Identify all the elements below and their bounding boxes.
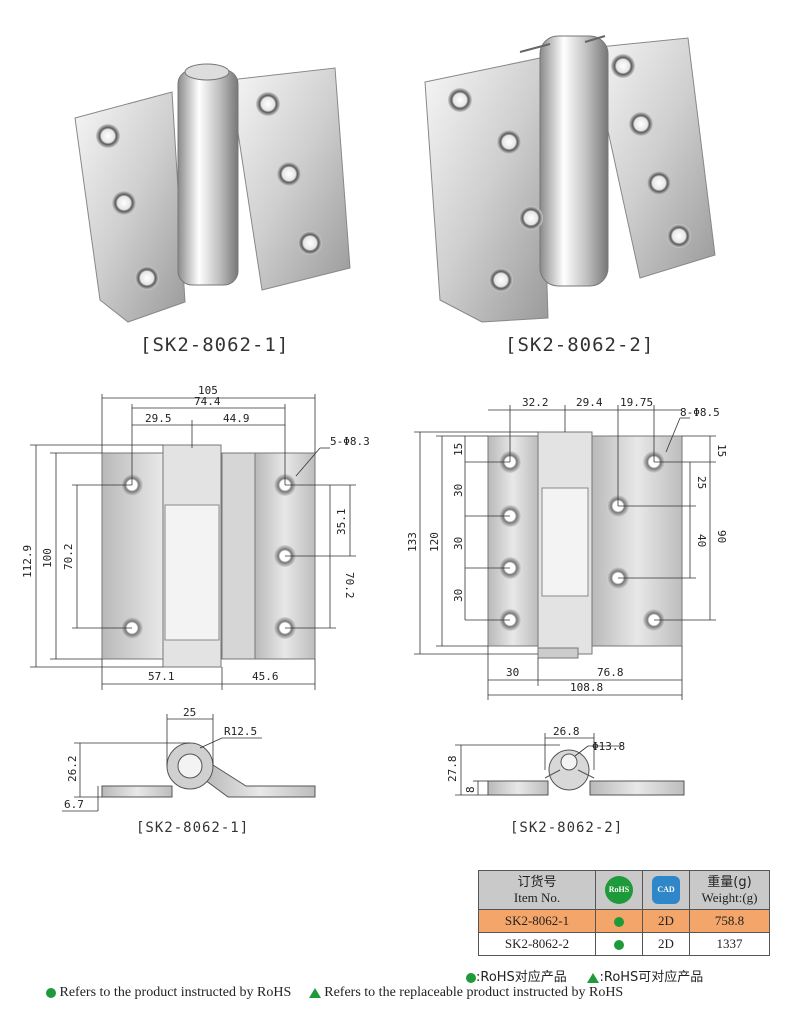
dim-label: 45.6 [252,670,279,683]
cell-rohs [595,909,643,933]
dim-label: 30 [452,589,465,602]
cell-rohs [595,932,643,956]
dim-label: 26.2 [66,756,79,783]
legend-cn: :RoHS对应产品 :RoHS可对应产品 [466,966,703,985]
dim-label: 57.1 [148,670,175,683]
header-cad-cell: CAD [642,870,690,910]
rohs-dot-icon [466,972,476,983]
dim-label: 5-Φ8.3 [330,435,370,448]
dim-label: 26.8 [553,725,580,738]
side-view-sk2-8062-2: 26.8 Φ13.8 27.8 8 [446,725,685,796]
table-row: SK2-8062-2 2D 1337 [478,932,770,956]
hinge-photo-sk2-8062-2 [424,35,716,323]
front-view-sk2-8062-1: 105 74.4 29.5 44.9 5-Φ8.3 112.9 100 70.2… [21,384,370,690]
header-item-en: Item No. [513,890,561,905]
photo-caption-right: [SK2-8062-2] [505,334,655,356]
dim-label: 40 [695,534,708,547]
dim-label: 74.4 [194,395,221,408]
dim-label: 133 [406,532,419,552]
cell-weight: 1337 [689,932,770,956]
header-weight-en: Weight:(g) [701,890,758,905]
cell-item: SK2-8062-1 [478,909,596,933]
legend-en-replaceable: Refers to the replaceable product instru… [324,985,624,1000]
header-item-cn: 订货号 [517,875,557,890]
dim-label: R12.5 [224,725,257,738]
dim-label: 70.2 [62,544,75,571]
side-view-sk2-8062-1: 25 R12.5 26.2 6.7 [62,706,316,812]
front-view-sk2-8062-2: 32.2 29.4 19.75 8-Φ8.5 15 30 30 30 133 1… [406,396,728,700]
dim-label: 29.4 [576,396,603,409]
dim-label: 8 [464,786,477,793]
rohs-dot-icon [46,987,56,998]
legend-en-rohs: Refers to the product instructed by RoHS [59,985,292,1000]
header-weight-cell: 重量(g) Weight:(g) [689,870,770,910]
header-weight-cn: 重量(g) [707,875,752,890]
table-row: SK2-8062-1 2D 758.8 [478,909,770,933]
dim-label: 32.2 [522,396,549,409]
dim-label: 120 [428,532,441,552]
dim-label: 90 [715,530,728,543]
table-header-row: 订货号 Item No. RoHS CAD 重量(g) Weight:(g) [478,870,770,910]
dim-label: 19.75 [620,396,653,409]
dim-label: 70.2 [343,572,356,599]
dim-label: 30 [506,666,519,679]
hinge-photo-sk2-8062-1 [74,63,351,323]
header-rohs-cell: RoHS [595,870,643,910]
rohs-icon: RoHS [605,876,633,904]
dim-label: 25 [183,706,196,719]
legend-cn-rohs: :RoHS对应产品 [476,970,567,985]
dim-label: 100 [41,548,54,568]
dim-label: 112.9 [21,545,34,578]
product-photos [74,35,716,323]
cell-item: SK2-8062-2 [478,932,596,956]
replaceable-triangle-icon [587,972,600,983]
rohs-dot-icon [614,917,624,928]
rohs-dot-icon [614,940,624,951]
dim-label: 25 [695,476,708,489]
header-item-cell: 订货号 Item No. [478,870,596,910]
side-caption-right: [SK2-8062-2] [510,820,624,836]
dim-label: 76.8 [597,666,624,679]
dim-label: 29.5 [145,412,172,425]
dim-label: 44.9 [223,412,250,425]
legend-en: Refers to the product instructed by RoHS… [46,985,623,1001]
dim-label: 30 [452,484,465,497]
photo-caption-left: [SK2-8062-1] [140,334,290,356]
legend-cn-replaceable: :RoHS可对应产品 [599,970,704,985]
cell-cad: 2D [642,932,690,956]
cad-icon: CAD [652,876,680,904]
dim-label: Φ13.8 [592,740,625,753]
spec-table: 订货号 Item No. RoHS CAD 重量(g) Weight:(g) S… [478,870,770,956]
dim-label: 6.7 [64,798,84,811]
dim-label: 15 [452,443,465,456]
cell-cad: 2D [642,909,690,933]
dim-label: 105 [198,384,218,397]
dim-label: 8-Φ8.5 [680,406,720,419]
dim-label: 30 [452,537,465,550]
dim-label: 108.8 [570,681,603,694]
dim-label: 15 [715,444,728,457]
side-caption-left: [SK2-8062-1] [136,820,250,836]
cell-weight: 758.8 [689,909,770,933]
dim-label: 27.8 [446,756,459,783]
replaceable-triangle-icon [308,987,321,998]
dim-label: 35.1 [335,509,348,536]
